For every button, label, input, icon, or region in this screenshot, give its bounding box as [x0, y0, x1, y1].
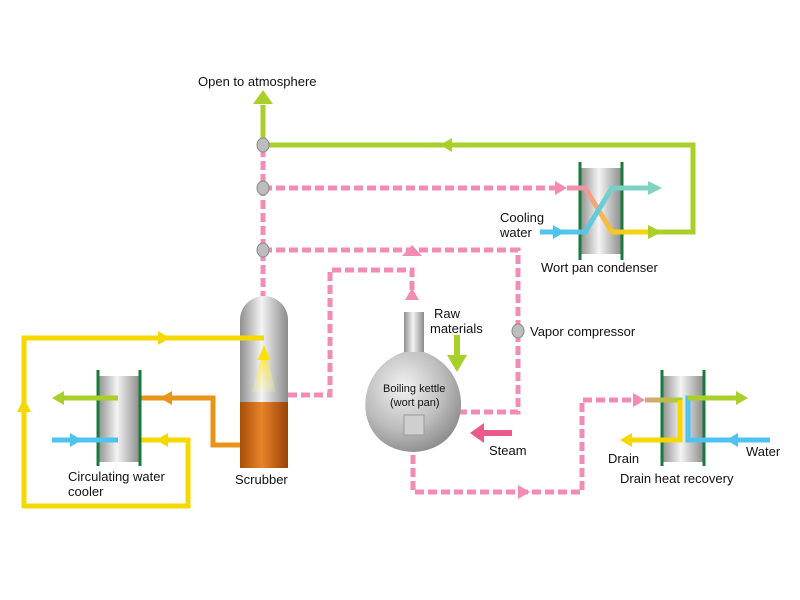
circulating-water-cooler — [52, 370, 142, 466]
arrow-up-icon — [405, 288, 419, 300]
arrow-right-icon — [158, 331, 170, 345]
arrow-down-icon — [447, 355, 467, 372]
steam-arrow — [470, 423, 512, 443]
arrow-left-icon — [620, 433, 632, 447]
label-scrubber: Scrubber — [235, 472, 288, 487]
label-wort-pan-condenser: Wort pan condenser — [541, 260, 658, 275]
junctions — [256, 137, 525, 339]
boiling-kettle — [365, 312, 462, 452]
arrow-left-icon — [470, 423, 484, 443]
label-drain-heat-recovery: Drain heat recovery — [620, 471, 734, 486]
arrow-left-icon — [440, 138, 452, 152]
spray-icon — [252, 348, 276, 392]
arrow-up-icon — [17, 398, 31, 412]
vapor-compressor-loop — [263, 247, 521, 415]
vapor-arrows — [402, 181, 645, 499]
label-circulating-water-cooler-2: cooler — [68, 484, 104, 499]
arrow-right-icon — [648, 225, 662, 239]
arrow-right-icon — [553, 225, 565, 239]
arrow-left-icon — [156, 433, 168, 447]
arrow-right-icon — [633, 393, 645, 407]
arrow-up-icon — [253, 90, 273, 104]
label-boiling-kettle: Boiling kettle — [383, 383, 445, 395]
condensate-to-drain-recovery — [410, 397, 635, 495]
label-steam: Steam — [489, 443, 527, 458]
wort-pan-condenser — [540, 162, 662, 260]
green-return-line — [260, 105, 696, 235]
arrow-right-icon — [518, 485, 530, 499]
raw-materials-arrow — [447, 335, 467, 372]
drain-heat-recovery — [620, 370, 770, 466]
arrow-right-icon — [648, 181, 662, 195]
arrow-left-icon — [52, 391, 64, 405]
label-drain: Drain — [608, 451, 639, 466]
vapor-lines — [260, 145, 635, 495]
arrow-right-icon — [70, 433, 82, 447]
arrow-left-icon — [402, 245, 422, 256]
label-raw-materials: Raw — [434, 306, 461, 321]
label-circulating-water-cooler: Circulating water — [68, 469, 165, 484]
label-raw-materials-2: materials — [430, 321, 483, 336]
label-cooling-water: Cooling — [500, 210, 544, 225]
vapor-scrubber-to-kettle — [288, 267, 415, 398]
vapor-compressor-valve — [511, 323, 525, 339]
junction-valve — [256, 137, 270, 153]
arrow-left-icon — [726, 433, 738, 447]
spray-nozzle-icon — [258, 345, 270, 360]
label-vapor-compressor: Vapor compressor — [530, 324, 636, 339]
arrow-left-icon — [160, 391, 172, 405]
junction-valve — [256, 242, 270, 258]
arrow-right-icon — [736, 391, 748, 405]
arrow-right-icon — [555, 181, 567, 195]
yellow-cooling-loop — [21, 335, 264, 509]
label-cooling-water-2: water — [499, 225, 532, 240]
junction-valve — [256, 180, 270, 196]
scrubber — [240, 296, 288, 468]
label-water: Water — [746, 444, 781, 459]
label-open-to-atmosphere: Open to atmosphere — [198, 74, 317, 89]
label-wort-pan: (wort pan) — [390, 397, 440, 409]
